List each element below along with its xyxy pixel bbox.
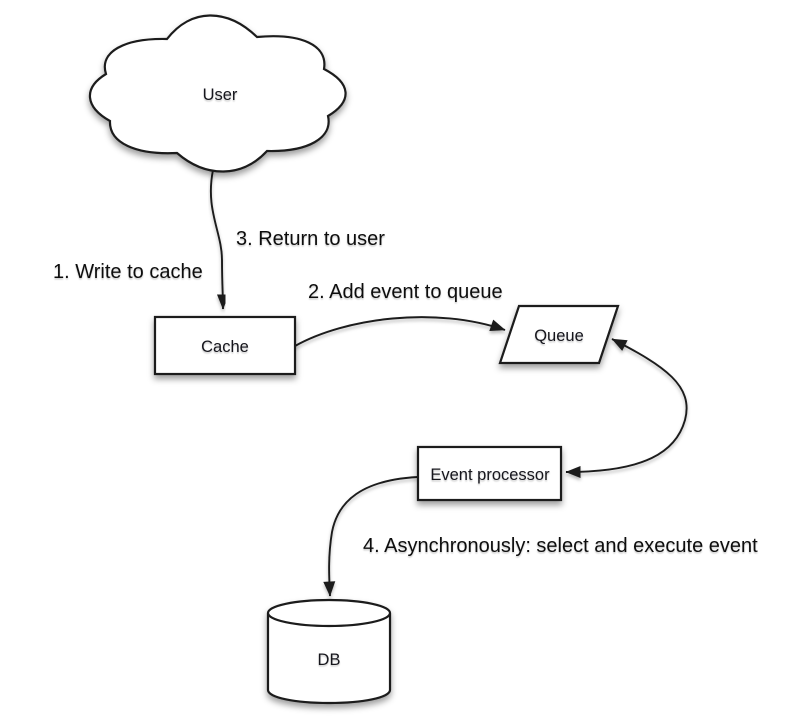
event-processor-label: Event processor [430,466,550,484]
db-label: DB [318,651,341,669]
queue-label: Queue [534,327,584,345]
arrow-queue-event-processor-bidirectional [565,338,688,478]
arrow-cache-to-queue [294,316,506,347]
arrow-event-processor-to-db [323,476,419,597]
cache-box [153,315,297,376]
cache-label: Cache [201,338,249,356]
label-step-1-write-to-cache: 1. Write to cache [53,261,203,283]
label-step-3-return-to-user: 3. Return to user [236,228,385,250]
label-step-2-add-event-to-queue: 2. Add event to queue [308,281,503,303]
event-processor-box [416,445,563,502]
user-cloud-shape [88,14,347,173]
arrow-user-to-cache [209,169,229,310]
db-cylinder [266,598,392,705]
queue-parallelogram [498,304,620,365]
label-step-4-async-execute: 4. Asynchronously: select and execute ev… [363,535,758,557]
user-label: User [203,86,238,104]
